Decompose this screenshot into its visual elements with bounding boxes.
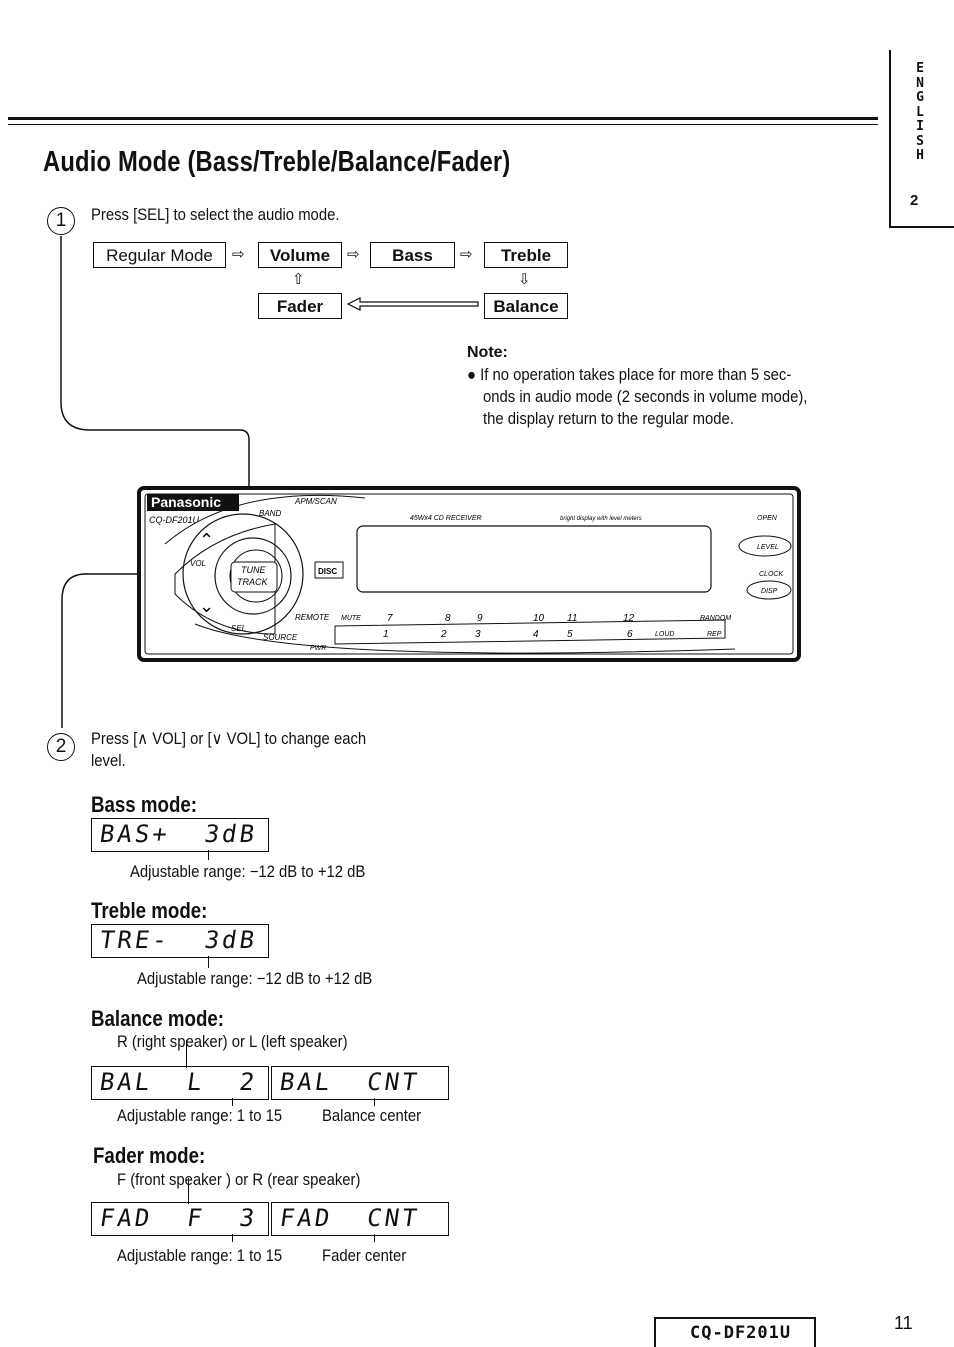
svg-text:10: 10 <box>533 613 545 624</box>
svg-text:5: 5 <box>567 629 573 640</box>
note-line: the display return to the regular mode. <box>483 410 734 428</box>
pointer-tick <box>374 1234 375 1242</box>
language-tab-number: 2 <box>910 192 919 209</box>
svg-text:1: 1 <box>383 629 389 640</box>
bass-range: Adjustable range: −12 dB to +12 dB <box>130 863 366 881</box>
step-1-text: Press [SEL] to select the audio mode. <box>91 206 340 224</box>
balance-description: R (right speaker) or L (left speaker) <box>117 1033 348 1051</box>
svg-text:⌄: ⌄ <box>199 596 214 617</box>
language-tab <box>889 50 954 228</box>
fader-description: F (front speaker ) or R (rear speaker) <box>117 1171 361 1189</box>
arrow-up-icon: ⇧ <box>292 271 305 288</box>
footer-model: CQ-DF201U <box>690 1323 792 1343</box>
flow-fader: Fader <box>258 293 342 319</box>
svg-text:6: 6 <box>627 629 633 640</box>
fader-lcd-center: FAD CNT <box>271 1202 449 1236</box>
svg-text:MUTE: MUTE <box>341 615 361 622</box>
balance-range: Adjustable range: 1 to 15 <box>117 1107 283 1125</box>
svg-text:TUNE: TUNE <box>241 565 266 575</box>
balance-lcd-level: BAL L 2 <box>91 1066 269 1100</box>
svg-text:OPEN: OPEN <box>757 515 778 522</box>
flow-regular-mode: Regular Mode <box>93 242 226 268</box>
svg-text:11: 11 <box>567 613 577 624</box>
svg-text:REMOTE: REMOTE <box>295 613 330 622</box>
fader-center: Fader center <box>322 1247 407 1265</box>
svg-text:7: 7 <box>387 613 393 624</box>
note-heading: Note: <box>467 344 508 361</box>
svg-text:9: 9 <box>477 613 483 624</box>
step-1-marker: 1 <box>47 207 75 235</box>
pointer-tick <box>186 1040 187 1068</box>
svg-text:LOUD: LOUD <box>655 631 674 638</box>
language-tab-letters: E N G L I S H <box>916 61 924 163</box>
svg-text:PWR: PWR <box>310 645 326 652</box>
svg-text:RANDOM: RANDOM <box>700 615 731 622</box>
step-2-marker: 2 <box>47 733 75 761</box>
pointer-tick <box>374 1098 375 1106</box>
svg-text:3: 3 <box>475 629 481 640</box>
svg-text:DISP: DISP <box>761 588 778 595</box>
arrow-left-long-icon <box>346 297 479 311</box>
pointer-tick <box>232 1234 233 1242</box>
svg-text:4: 4 <box>533 629 539 640</box>
page-number: 11 <box>894 1313 913 1333</box>
fader-lcd-level: FAD F 3 <box>91 1202 269 1236</box>
svg-text:CLOCK: CLOCK <box>759 571 783 578</box>
brand-logo <box>147 494 239 511</box>
flow-treble: Treble <box>484 242 568 268</box>
top-rule-thin <box>8 124 878 125</box>
svg-text:LEVEL: LEVEL <box>757 544 779 551</box>
svg-text:⌃: ⌃ <box>199 530 214 551</box>
display-window <box>356 525 712 593</box>
treble-range: Adjustable range: −12 dB to +12 dB <box>137 970 373 988</box>
svg-text:REP: REP <box>707 631 722 638</box>
treble-lcd: TRE- 3dB <box>91 924 269 958</box>
balance-lcd-center: BAL CNT <box>271 1066 449 1100</box>
svg-text:12: 12 <box>623 613 635 624</box>
svg-text:TRACK: TRACK <box>237 577 268 587</box>
svg-text:CQ-DF201U: CQ-DF201U <box>149 515 200 525</box>
svg-text:APM/SCAN: APM/SCAN <box>294 497 337 506</box>
svg-text:2: 2 <box>440 629 447 640</box>
page-title: Audio Mode (Bass/Treble/Balance/Fader) <box>43 146 511 178</box>
note-line: onds in audio mode (2 seconds in volume … <box>483 388 808 406</box>
flow-volume: Volume <box>258 242 342 268</box>
arrow-right-icon: ⇨ <box>460 246 473 263</box>
top-rule <box>8 117 878 120</box>
brand-logo-text: Panasonic <box>151 494 221 510</box>
note-line: ● If no operation takes place for more t… <box>467 366 792 384</box>
svg-text:SOURCE: SOURCE <box>263 633 298 642</box>
flow-balance: Balance <box>484 293 568 319</box>
step-2-text: Press [∧ VOL] or [∨ VOL] to change each <box>91 730 367 748</box>
fader-range: Adjustable range: 1 to 15 <box>117 1247 283 1265</box>
pointer-tick <box>188 1178 189 1204</box>
balance-heading: Balance mode: <box>91 1006 225 1031</box>
arrow-down-icon: ⇩ <box>518 271 531 288</box>
step-2-text-cont: level. <box>91 752 126 770</box>
flow-bass: Bass <box>370 242 455 268</box>
svg-text:DISC: DISC <box>318 567 337 576</box>
bass-heading: Bass mode: <box>91 792 198 817</box>
car-stereo-illustration: Panasonic CQ-DF201U TUNE TRACK VOL ⌃ ⌄ B… <box>137 486 801 662</box>
footer-model-box <box>654 1317 816 1347</box>
balance-center: Balance center <box>322 1107 422 1125</box>
pointer-tick <box>208 956 209 968</box>
svg-text:SEL: SEL <box>231 624 246 633</box>
svg-text:BAND: BAND <box>259 509 281 518</box>
arrow-right-icon: ⇨ <box>347 246 360 263</box>
pointer-tick <box>208 850 209 860</box>
arrow-right-icon: ⇨ <box>232 246 245 263</box>
svg-text:VOL: VOL <box>190 559 206 568</box>
svg-text:bright display with level mete: bright display with level meters <box>560 516 642 522</box>
svg-text:8: 8 <box>445 613 451 624</box>
bass-lcd: BAS+ 3dB <box>91 818 269 852</box>
fader-heading: Fader mode: <box>93 1143 206 1168</box>
svg-text:45Wx4 CD RECEIVER: 45Wx4 CD RECEIVER <box>410 515 482 522</box>
pointer-tick <box>232 1098 233 1106</box>
treble-heading: Treble mode: <box>91 898 208 923</box>
